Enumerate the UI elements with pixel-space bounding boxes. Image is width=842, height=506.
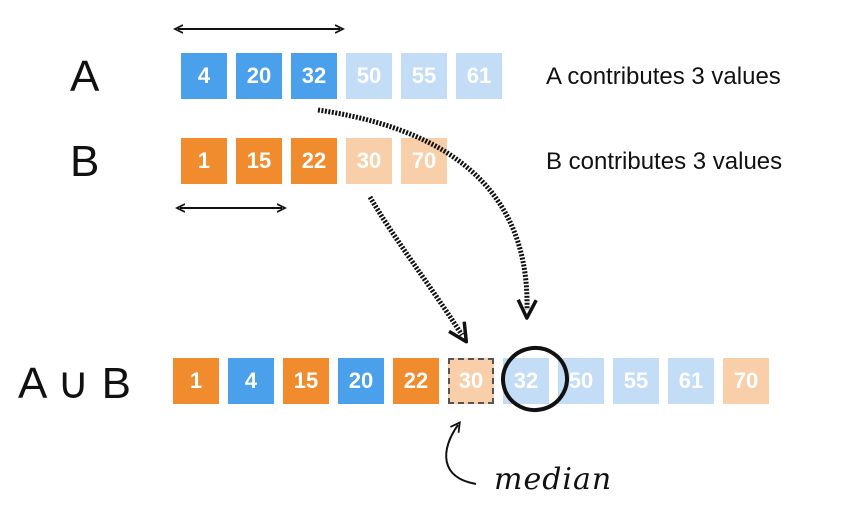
row-union-cell: 30 [448,358,494,404]
row-union-cell: 20 [338,358,384,404]
median-pointer [445,421,477,485]
label-a: A [70,52,100,101]
circle-highlight [501,345,569,413]
label-union: A ∪ B [18,359,131,408]
arrow-b-to-union [367,195,469,344]
caption-b: B contributes 3 values [546,148,783,175]
row-union-cell: 22 [393,358,439,404]
row-union-cell: 61 [668,358,714,404]
row-union-cell: 4 [228,358,274,404]
caption-a: A contributes 3 values [546,63,781,90]
row-union-cell: 1 [173,358,219,404]
label-b: B [70,137,100,186]
row-a-cell: 20 [236,53,282,99]
row-a-cell: 32 [291,53,337,99]
row-a-cell: 4 [181,53,227,99]
row-b-cell: 1 [181,138,227,184]
row-union-cell: 15 [283,358,329,404]
row-b-cell: 15 [236,138,282,184]
row-b-cell: 30 [346,138,392,184]
row-b-cell: 22 [291,138,337,184]
row-a-cell: 55 [401,53,447,99]
median-label: median [494,462,613,497]
row-union-cell: 55 [613,358,659,404]
arrow-a-to-union [317,107,538,320]
row-union-cell: 32 [503,358,549,404]
row-union-cell: 70 [723,358,769,404]
row-a-cell: 61 [456,53,502,99]
row-a-cell: 50 [346,53,392,99]
